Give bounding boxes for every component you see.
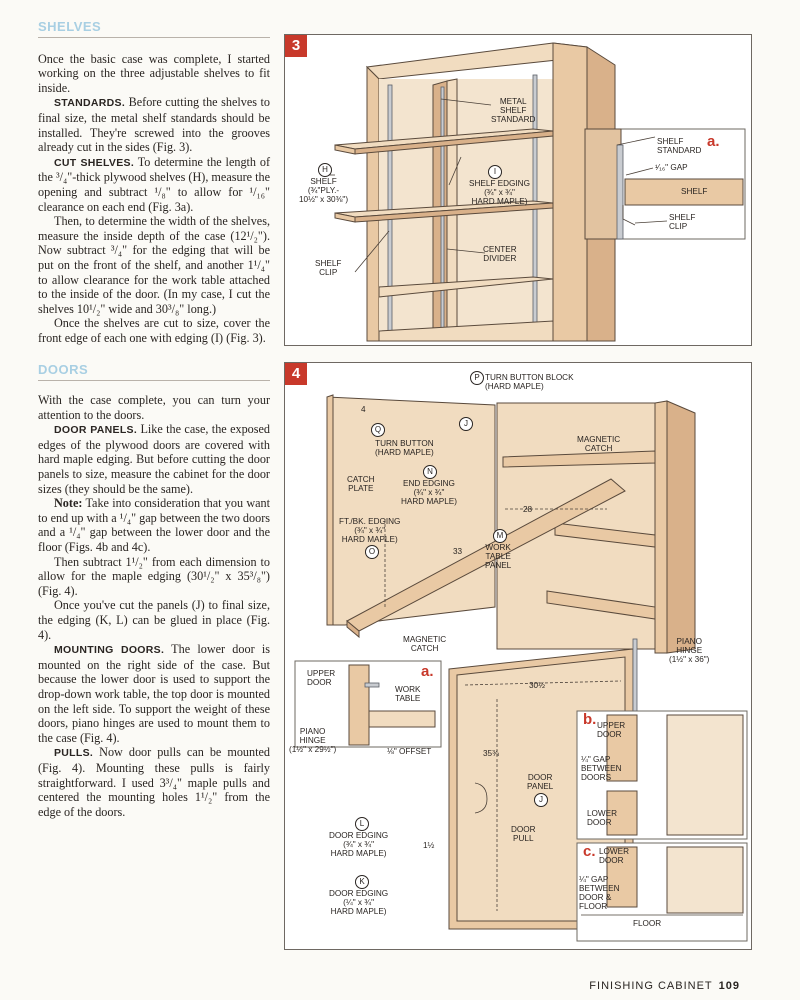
run-in-heading: DOOR PANELS. — [54, 424, 138, 437]
paragraph: Then, to determine the width of the shel… — [38, 214, 270, 316]
page-footer: FINISHING CABINET 109 — [589, 980, 740, 992]
dimension-1-5: 1½ — [423, 841, 435, 850]
paragraph: CUT SHELVES. To determine the length of … — [38, 155, 270, 214]
part-letter-l: L — [355, 817, 369, 831]
label-upper-door-b: UPPER DOOR — [597, 721, 626, 739]
paragraph-text: Take into consideration that you want to… — [38, 496, 271, 554]
label-offset: ⅛" OFFSET — [387, 747, 432, 756]
dimension-30-5: 30½ — [529, 681, 545, 690]
run-in-heading: MOUNTING DOORS. — [54, 644, 165, 657]
label-upper-door-inset: UPPER DOOR — [307, 669, 336, 687]
part-letter-n: N — [423, 465, 437, 479]
paragraph-text: Now door pulls can be mounted (Fig. 4). … — [38, 745, 271, 819]
label-shelf-h: SHELF (¾"PLY.- 10½" x 30⅜") — [299, 177, 349, 204]
label-lower-door-b: LOWER DOOR — [587, 809, 618, 827]
section-heading-doors: DOORS — [38, 363, 270, 382]
paragraph: Once the basic case was complete, I star… — [38, 51, 270, 95]
part-letter-q: Q — [371, 423, 385, 437]
part-letter-h: H — [318, 163, 332, 177]
run-in-heading: STANDARDS. — [54, 97, 126, 110]
figure-number: 4 — [285, 363, 307, 385]
inset-letter-c: c. — [583, 843, 596, 860]
label-lower-door-c: LOWER DOOR — [599, 847, 630, 865]
text-column: SHELVES Once the basic case was complete… — [38, 19, 270, 819]
figure-4-drawing — [294, 394, 748, 942]
dimension-28: 28 — [523, 505, 533, 514]
figure-3-drawing — [325, 42, 746, 342]
paragraph: MOUNTING DOORS. The lower door is mounte… — [38, 642, 270, 745]
label-metal-shelf-standard: METAL SHELF STANDARD — [491, 97, 536, 124]
paragraph: STANDARDS. Before cutting the shelves to… — [38, 95, 270, 154]
label-work-table-inset: WORK TABLE — [395, 685, 421, 703]
paragraph: Once you've cut the panels (J) to final … — [38, 598, 270, 642]
label-gap-between-doors: ¼" GAP BETWEEN DOORS — [581, 755, 622, 782]
label-gap-door-floor: ¼" GAP BETWEEN DOOR & FLOOR — [579, 875, 620, 911]
label-end-edging: END EDGING (¾" x ¾" HARD MAPLE) — [401, 479, 457, 506]
label-detail-shelf: SHELF — [681, 187, 708, 196]
figure-4: 4 P TURN BUTTON BLOCK (HARD MAPLE) 4 Q T… — [284, 362, 752, 950]
paragraph-text: Like the case, the exposed edges of the … — [38, 422, 270, 496]
label-work-table-panel: WORK TABLE PANEL — [485, 543, 512, 570]
inset-letter-b: b. — [583, 711, 597, 728]
paragraph: Note: Take into consideration that you w… — [38, 496, 270, 554]
label-door-panel: DOOR PANEL — [527, 773, 554, 791]
dimension-35-38: 35⅜ — [483, 749, 499, 758]
part-letter-o: O — [365, 545, 379, 559]
label-catch-plate: CATCH PLATE — [347, 475, 375, 493]
label-turn-button: TURN BUTTON (HARD MAPLE) — [375, 439, 434, 457]
paragraph: Once the shelves are cut to size, cover … — [38, 316, 270, 345]
label-ft-bk-edging: FT./BK. EDGING (¾" x ¾" HARD MAPLE) — [339, 517, 401, 544]
label-door-edging-k: DOOR EDGING (¼" x ¾" HARD MAPLE) — [329, 889, 389, 916]
section-heading-shelves: SHELVES — [38, 19, 270, 38]
label-shelf-edging: SHELF EDGING (¾" x ¾" HARD MAPLE) — [469, 179, 530, 206]
label-piano-hinge-left: PIANO HINGE (1½" x 29½") — [289, 727, 337, 754]
figure-number: 3 — [285, 35, 307, 57]
paragraph-text: To determine the length of the ³/₄"-thic… — [38, 154, 271, 214]
figure-3: 3 METAL SHELF STANDARD H SHELF (¾"PLY.- … — [284, 34, 752, 346]
detail-letter-a: a. — [707, 133, 720, 150]
label-detail-shelf-standard: SHELF STANDARD — [657, 137, 702, 155]
paragraph: DOOR PANELS. Like the case, the exposed … — [38, 422, 270, 496]
paragraph: With the case complete, you can turn you… — [38, 393, 270, 422]
dimension-33: 33 — [453, 547, 463, 556]
paragraph-text: The lower door is mounted on the right s… — [38, 642, 270, 745]
paragraph-text: Before cutting the shelves to final size… — [38, 95, 271, 155]
label-piano-hinge-right: PIANO HINGE (1½" x 36") — [669, 637, 710, 664]
label-detail-gap: ¹⁄₁₆" GAP — [655, 163, 688, 172]
label-turn-button-block: TURN BUTTON BLOCK (HARD MAPLE) — [485, 373, 574, 391]
part-letter-j-top: J — [459, 417, 473, 431]
label-floor: FLOOR — [633, 919, 662, 928]
part-letter-p: P — [470, 371, 484, 385]
label-shelf-clip: SHELF CLIP — [315, 259, 342, 277]
label-detail-shelf-clip: SHELF CLIP — [669, 213, 696, 231]
dimension-4: 4 — [361, 405, 366, 414]
label-magnetic-catch-mid: MAGNETIC CATCH — [403, 635, 447, 653]
paragraph: PULLS. Now door pulls can be mounted (Fi… — [38, 745, 270, 819]
note-label: Note: — [54, 496, 83, 511]
page-number: 109 — [718, 980, 740, 992]
part-letter-i: I — [488, 165, 502, 179]
label-door-edging-l: DOOR EDGING (¾" x ¾" HARD MAPLE) — [329, 831, 389, 858]
part-letter-k: K — [355, 875, 369, 889]
running-title: FINISHING CABINET — [589, 980, 713, 992]
part-letter-j: J — [534, 793, 548, 807]
part-letter-m: M — [493, 529, 507, 543]
inset-letter-a: a. — [421, 663, 434, 680]
paragraph: Then subtract 1¹/₂" from each dimension … — [38, 554, 270, 598]
label-magnetic-catch-top: MAGNETIC CATCH — [577, 435, 621, 453]
run-in-heading: PULLS. — [54, 747, 94, 760]
label-door-pull: DOOR PULL — [511, 825, 536, 843]
label-center-divider: CENTER DIVIDER — [483, 245, 517, 263]
run-in-heading: CUT SHELVES. — [54, 156, 135, 169]
